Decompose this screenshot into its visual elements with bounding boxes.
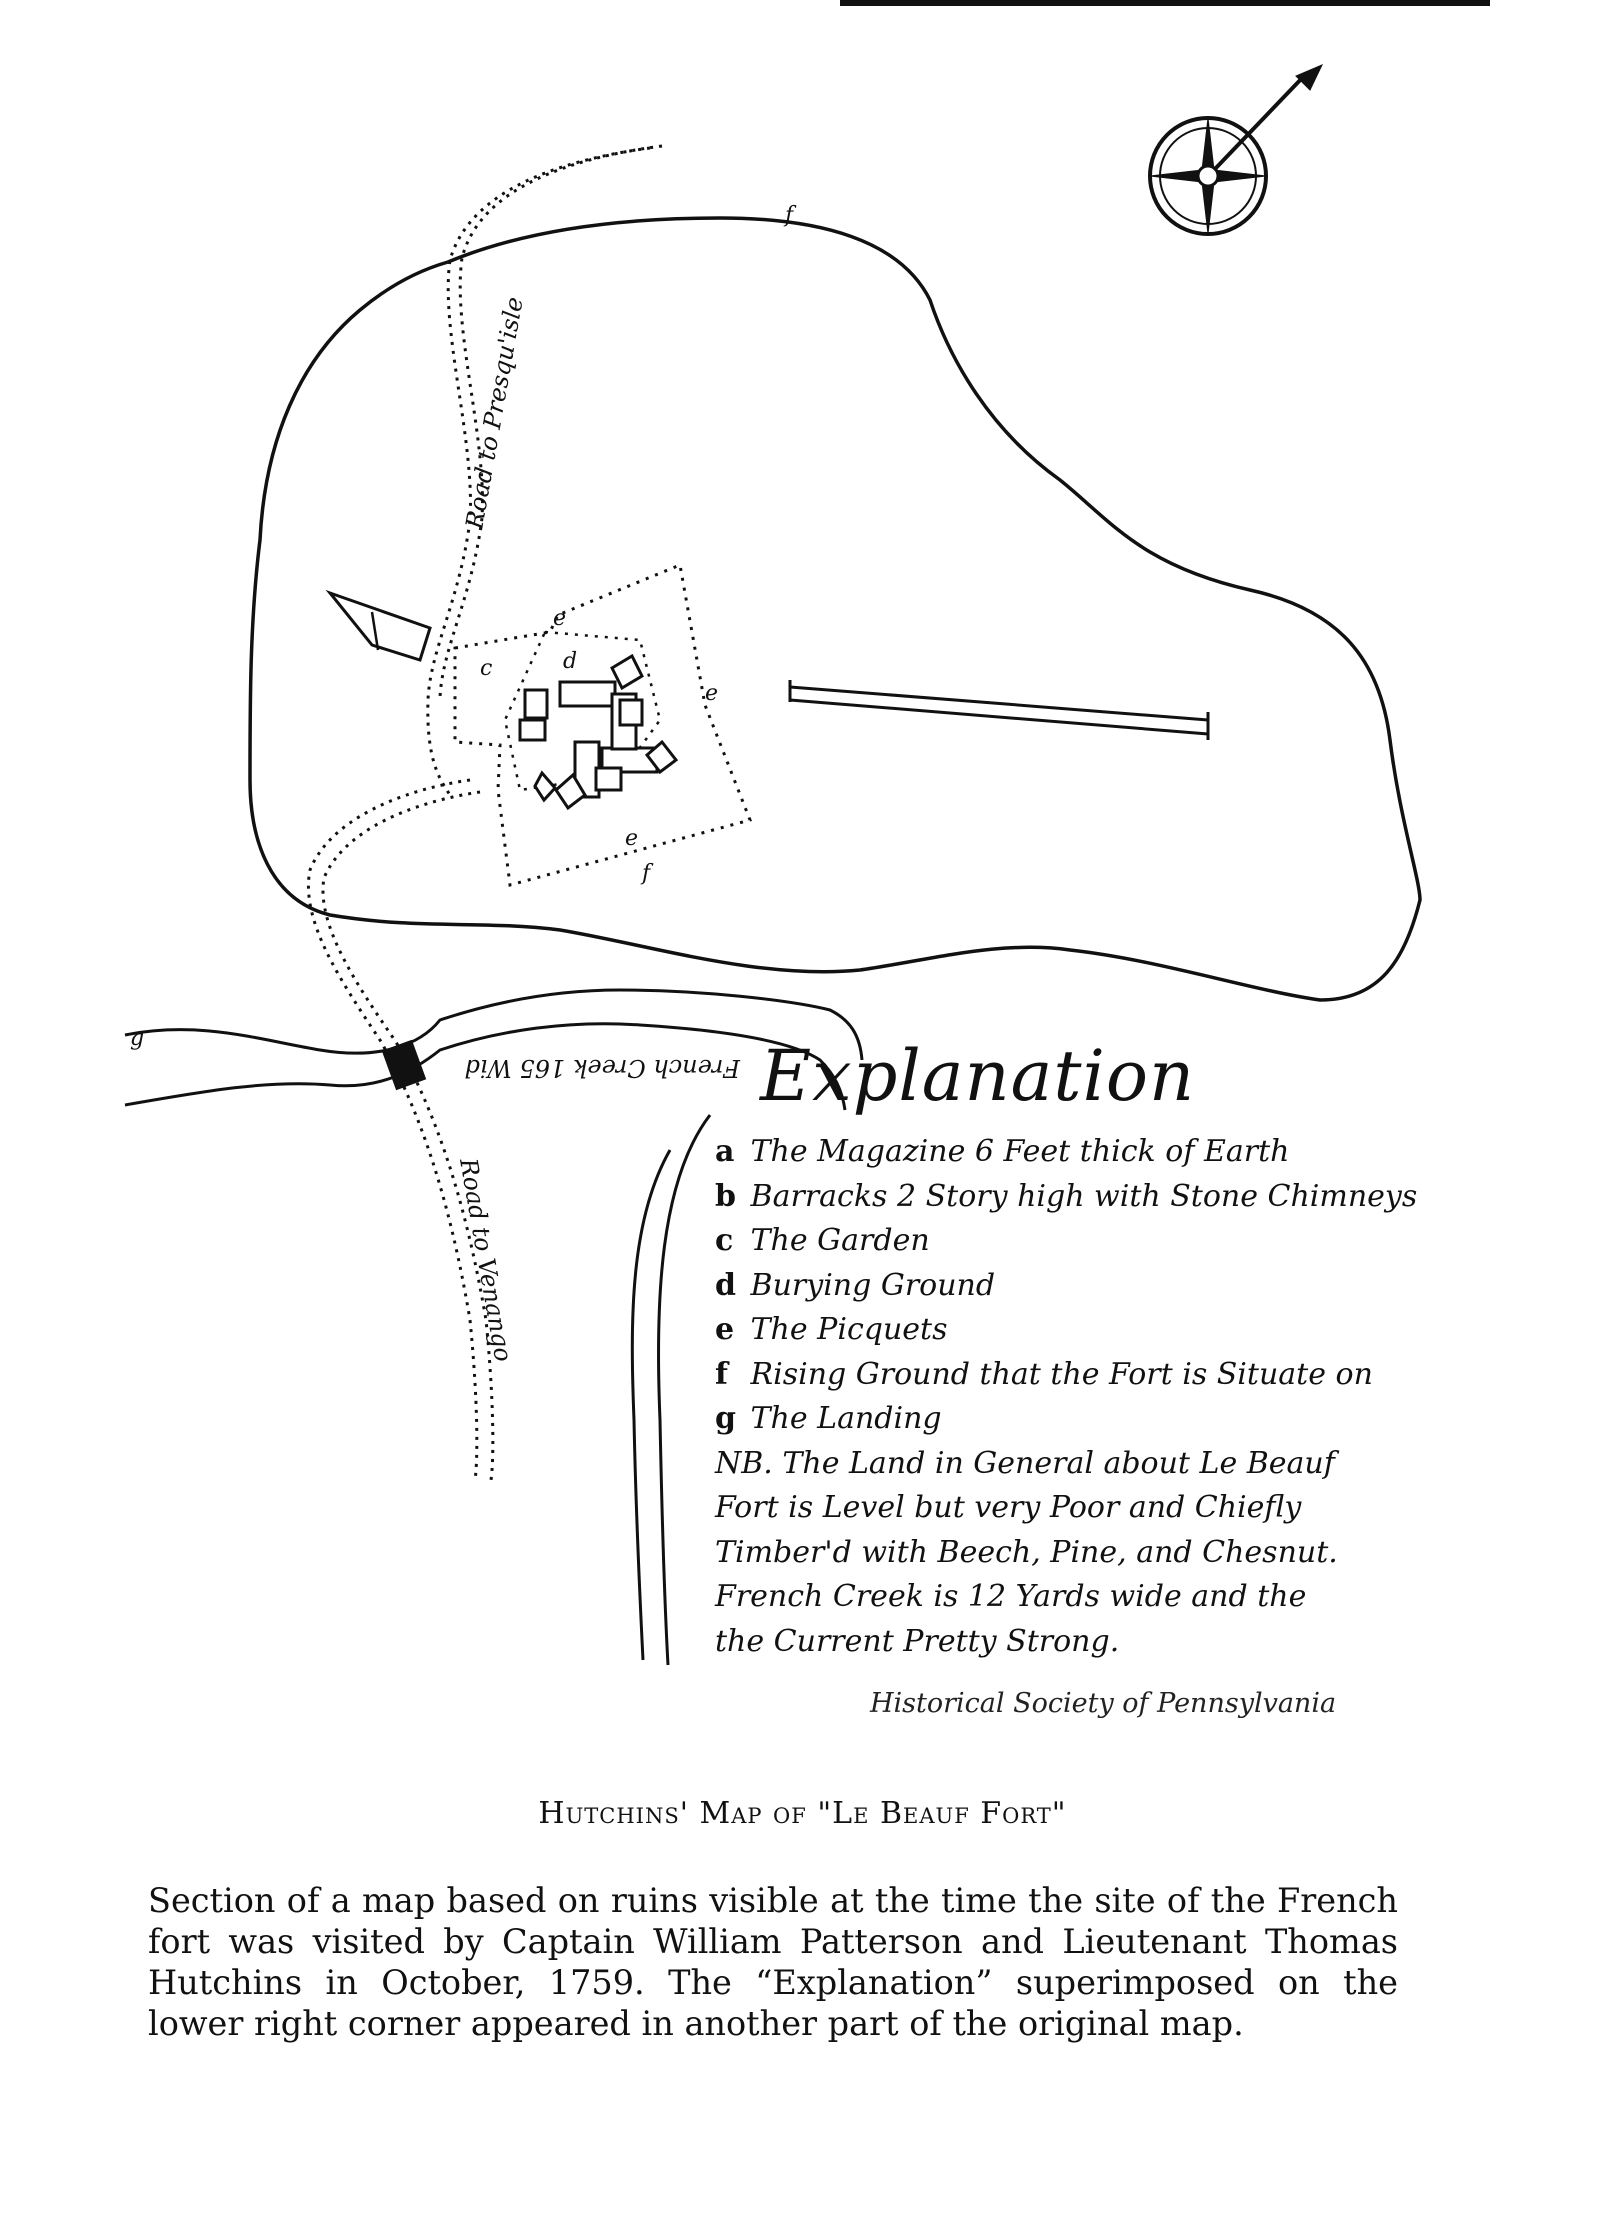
caption-body: Section of a map based on ruins visible … [148,1881,1398,2043]
explanation-item-d: d Burying Ground [715,1267,996,1303]
nb-line: the Current Pretty Strong. [715,1623,1120,1659]
nb-line: Timber'd with Beech, Pine, and Chesnut. [715,1534,1338,1570]
road-north [426,146,651,796]
explanation-item-g: g The Landing [715,1401,942,1436]
explanation-item-e: e The Picquets [715,1312,948,1347]
explanation-item-b: b Barracks 2 Story high with Stone Chimn… [715,1178,1418,1214]
explanation-item-c: c The Garden [715,1223,930,1258]
barrier-line [788,680,1210,740]
credit-line: Historical Society of Pennsylvania [870,1688,1337,1719]
explanation-title: Explanation [760,1035,1196,1117]
map-label-e-top: e [553,606,566,631]
explanation-list: a The Magazine 6 Feet thick of Earth b B… [715,1130,1475,1664]
map-label-c: c [480,656,492,681]
fort-buildings [518,653,679,811]
rising-ground-outline [248,216,1422,1002]
nb-line: NB. The Land in General about Le Beauf [715,1445,1335,1481]
creek-label: French Creek 165 Wid [465,1054,741,1082]
explanation-item-a: a The Magazine 6 Feet thick of Earth [715,1134,1290,1169]
map-label-e-right: e [705,681,718,706]
french-creek [124,988,864,1061]
road-south [307,778,479,1481]
nb-line: Fort is Level but very Poor and Chiefly [715,1490,1302,1525]
explanation-item-f: f Rising Ground that the Fort is Situate… [715,1356,1373,1392]
explanation-nb: NB. The Land in General about Le Beauf F… [715,1442,1475,1665]
landing-boat-icon [325,589,432,662]
nb-line: French Creek is 12 Yards wide and the [715,1579,1307,1614]
map-label-f-bottom: f [640,861,654,886]
bridge-icon [381,1039,427,1091]
road-north-label: Road to Presqu'isle [460,295,529,532]
map-label-g: g [130,1026,144,1051]
map-label-e-bottom: e [625,826,638,851]
road-south-label: Road to Venango [454,1155,518,1364]
caption-title: Hutchins' Map of "Le Beauf Fort" [538,1796,1067,1831]
fort-picquets [453,562,753,887]
top-rule [840,0,1490,6]
map-label-d: d [563,649,577,674]
compass-rose-icon [1148,64,1324,236]
